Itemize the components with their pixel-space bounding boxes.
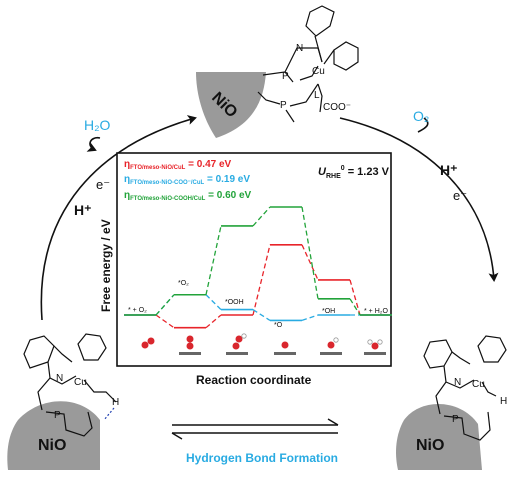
left-catalyst-structure: NiO N Cu P H (7, 333, 119, 470)
legend-entry-1: ηFTO/meso-NiO-COO⁻/CuL = 0.19 eV (124, 174, 250, 186)
cu-atom-top: Cu (312, 66, 325, 77)
state-label-1: *O₂ (178, 280, 189, 287)
cu-atom-right: Cu (472, 379, 485, 390)
p-atom-top-2: P (280, 100, 287, 111)
hplus-left-label: H⁺ (74, 202, 92, 218)
hbond-left (103, 407, 115, 421)
arrow-left-cycle (40, 115, 197, 321)
state-label-5: * + H₂O (364, 308, 388, 315)
p-atom-left: P (54, 410, 61, 421)
energy-connector-series0-0 (155, 314, 175, 329)
equilibrium-arrows (171, 418, 339, 440)
arrow-h2o-release (86, 136, 101, 152)
y-axis-label: Free energy / eV (99, 219, 113, 312)
cu-atom-left: Cu (74, 377, 87, 388)
coo-minus-label: COO⁻ (323, 102, 351, 113)
icon-o-adsorbed (274, 341, 296, 355)
hplus-right-label: H⁺ (440, 162, 458, 178)
energy-connector-series0-1 (205, 314, 222, 329)
energy-connector-series2-4 (349, 298, 361, 316)
energy-connector-series2-1 (205, 225, 222, 295)
p-atom-right: P (452, 414, 459, 425)
state-label-2: *OOH (225, 299, 244, 306)
nio-substrate-top (196, 72, 266, 138)
state-label-4: *OH (322, 308, 335, 315)
h2o-label: H₂O (84, 117, 111, 133)
legend-entry-2: ηFTO/meso-NiO-COOH/CuL = 0.60 eV (124, 190, 252, 202)
nio-substrate-right (396, 403, 482, 470)
nio-label-left: NiO (38, 437, 66, 454)
n-atom-left: N (56, 373, 63, 384)
p-atom-top: P (282, 71, 289, 82)
nio-substrate-left (7, 401, 100, 470)
energy-connector-series0-2 (252, 244, 271, 316)
o2-label: O₂ (413, 108, 429, 124)
arrow-right-cycle (339, 117, 499, 282)
state-label-3: *O (274, 322, 283, 329)
chart-plot-area: * + O₂ *O₂ *OOH *O *OH * + H₂O (124, 206, 392, 329)
energy-connector-series1-1 (205, 294, 222, 311)
legend-entry-0: ηFTO/meso-NiO/CuL = 0.47 eV (124, 159, 232, 171)
energy-diagram: * + O₂ *O₂ *OOH *O *OH * + H₂O ηFTO/meso-NiO/… (99, 152, 392, 387)
intermediate-icons (141, 333, 386, 355)
l-ligand-top: L (314, 90, 320, 101)
nio-label-right: NiO (416, 437, 444, 454)
icon-oh-adsorbed (320, 337, 342, 355)
energy-connector-series2-2 (252, 206, 271, 227)
energy-connector-series0-3 (301, 244, 319, 281)
energy-connector-series1-2 (252, 309, 271, 321)
right-catalyst-structure: NiO N Cu P H (396, 335, 507, 470)
icon-ooh-adsorbed (226, 333, 248, 355)
hydrogen-bond-formation-label: Hydrogen Bond Formation (186, 451, 338, 465)
cycle-arrows (40, 115, 499, 321)
chart-legend: ηFTO/meso-NiO/CuL = 0.47 eV ηFTO/meso-Ni… (124, 159, 252, 202)
n-atom-right: N (454, 377, 461, 388)
chart-frame (116, 152, 392, 367)
eminus-left-label: e⁻ (96, 177, 110, 192)
eminus-right-label: e⁻ (453, 188, 467, 203)
x-axis-label: Reaction coordinate (196, 373, 312, 387)
energy-connector-series1-3 (301, 314, 319, 322)
arrow-o2-uptake (417, 117, 429, 133)
urhe-annotation: URHE0 = 1.23 V (318, 165, 390, 180)
icon-o2-adsorbed (179, 335, 201, 355)
state-label-0: * + O₂ (128, 307, 147, 314)
n-atom-top: N (296, 43, 303, 54)
energy-connector-series2-0 (155, 294, 175, 316)
icon-h2o (364, 339, 386, 355)
icon-o2 (141, 337, 155, 349)
h-atom-right: H (500, 396, 507, 407)
energy-connector-series0-4 (349, 279, 361, 316)
h-atom-left: H (112, 397, 119, 408)
top-catalyst-structure: NiO N P Cu L P COO⁻ (196, 5, 359, 138)
